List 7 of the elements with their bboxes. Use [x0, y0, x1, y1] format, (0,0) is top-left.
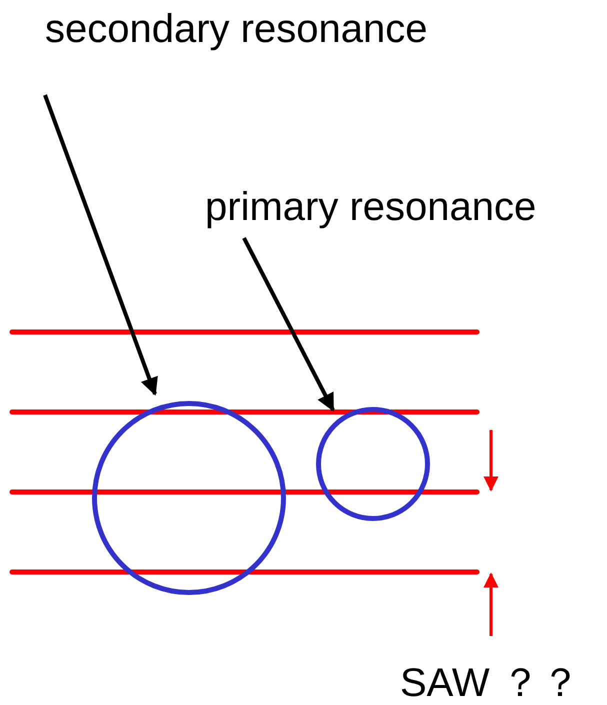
arrow [242, 237, 335, 412]
resonance-circle [316, 407, 430, 521]
callout-label: primary resonance [205, 184, 536, 230]
wave-label: SAW ？？ [400, 660, 581, 705]
callout-label: secondary resonance [45, 6, 428, 52]
resonance-circle [92, 401, 286, 595]
arrow [43, 94, 158, 396]
